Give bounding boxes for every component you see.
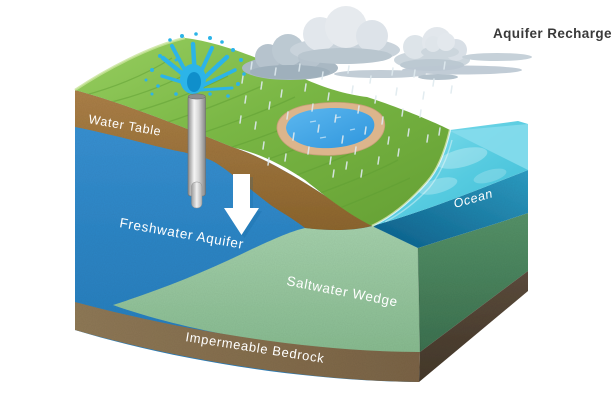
saltwater-wedge-side-face bbox=[418, 213, 528, 352]
cloud-small bbox=[421, 33, 459, 58]
saltwater-wedge-face bbox=[113, 226, 420, 353]
well-water-splash bbox=[144, 32, 246, 98]
stratus-bands bbox=[334, 53, 532, 80]
block-corner-edge bbox=[417, 247, 421, 353]
ocean-side-face bbox=[372, 170, 528, 248]
rainfall bbox=[239, 61, 453, 178]
soil-water-table-band bbox=[75, 90, 372, 231]
cloud-large bbox=[290, 6, 400, 64]
ocean-foam bbox=[372, 129, 507, 226]
bedrock-side-face bbox=[419, 271, 528, 382]
storm-clouds bbox=[242, 6, 532, 80]
pond-water bbox=[286, 107, 375, 149]
recharge-pond bbox=[276, 102, 386, 156]
splash-droplets bbox=[144, 32, 246, 98]
bedrock-face bbox=[75, 302, 420, 382]
downward-recharge-arrow bbox=[224, 174, 262, 238]
ocean-calm-patch bbox=[450, 124, 528, 170]
well-pipe bbox=[187, 93, 206, 209]
ridge-highlight bbox=[74, 36, 186, 92]
ocean-surface bbox=[372, 121, 528, 226]
cutaway-block bbox=[75, 90, 528, 382]
diagram-title: Aquifer Recharge bbox=[493, 26, 612, 41]
